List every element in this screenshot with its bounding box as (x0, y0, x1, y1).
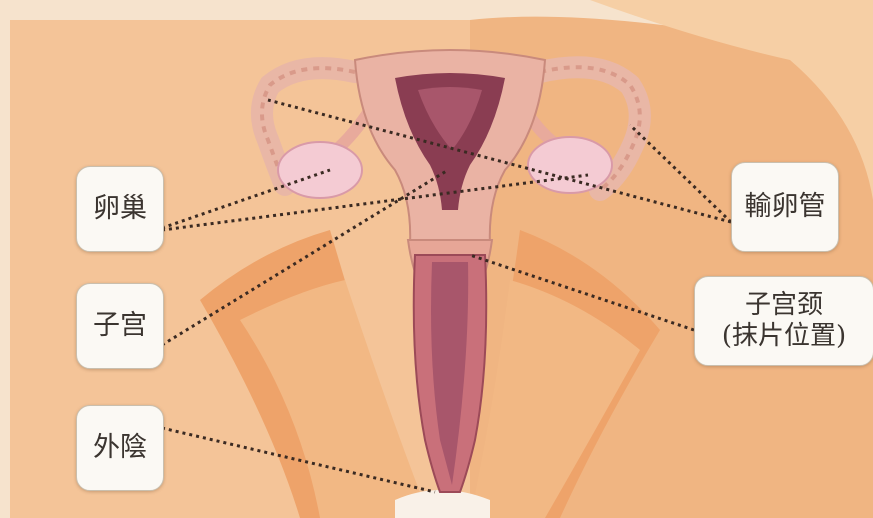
right-ovary (528, 137, 612, 193)
uterus-label: 子宫 (76, 283, 164, 369)
cervix-note-text: (抹片位置) (722, 321, 846, 352)
vulva-label-text: 外陰 (93, 432, 147, 464)
cervix-label: 子宫颈 (抹片位置) (694, 276, 873, 366)
fallopian-tube-label: 輸卵管 (731, 162, 839, 252)
left-ovary (278, 142, 362, 198)
fallopian-tube-label-text: 輸卵管 (745, 191, 826, 223)
vulva-label: 外陰 (76, 405, 164, 491)
ovary-label: 卵巢 (76, 166, 164, 252)
uterus-label-text: 子宫 (93, 310, 147, 342)
ovary-label-text: 卵巢 (93, 193, 147, 225)
cervix-label-text: 子宫颈 (745, 290, 823, 321)
